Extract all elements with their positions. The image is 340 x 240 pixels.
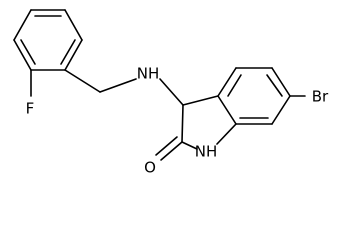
n-c3-bond (159, 78, 184, 106)
bond (271, 67, 291, 97)
carbonyl-bond (160, 141, 183, 161)
bond (216, 123, 237, 145)
bond (181, 141, 198, 150)
double-bond-inner (266, 74, 283, 97)
fluorine-label: F (26, 100, 35, 118)
bond (64, 39, 83, 71)
fluorobenzyl-ring (13, 9, 83, 71)
amine-label: NH (137, 65, 160, 83)
bond (13, 39, 32, 71)
lactam-ring (181, 95, 237, 150)
benzo-ring (217, 67, 291, 125)
oxygen-label: O (144, 159, 156, 177)
double-bond-inner (20, 39, 36, 65)
bond (181, 104, 184, 143)
ch2-n-bond (99, 78, 137, 93)
bond (217, 95, 237, 125)
bond (217, 67, 237, 97)
bond (13, 9, 32, 41)
lactam-nh-label: NH (195, 143, 218, 161)
molecule-canvas: F NH O NH (13, 9, 330, 177)
benzyl-bond (64, 69, 101, 93)
double-bond-inner (60, 39, 76, 65)
structure-diagram: F NH O NH (13, 9, 329, 177)
bond (182, 95, 219, 106)
bond (64, 9, 83, 41)
double-bond-inner (227, 74, 242, 97)
bromine-label: Br (312, 88, 329, 106)
bond (271, 95, 291, 125)
carbonyl-double (155, 136, 178, 156)
